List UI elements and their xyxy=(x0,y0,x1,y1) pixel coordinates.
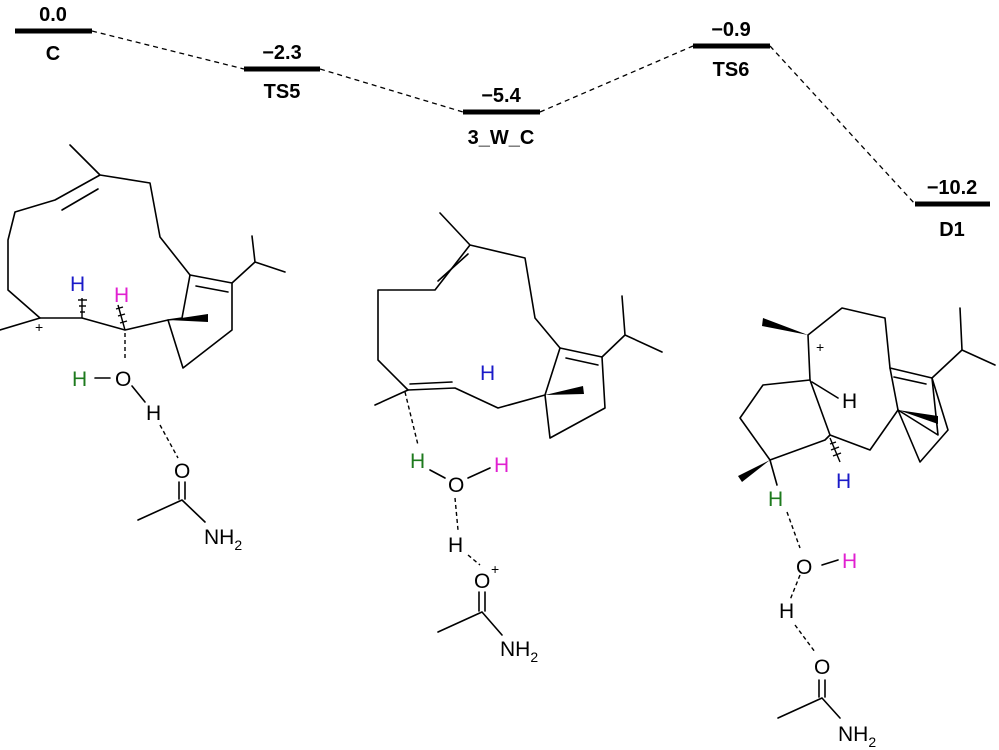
double-bond-lower xyxy=(409,381,453,385)
o-amide: O xyxy=(174,460,190,483)
o-amide: O xyxy=(474,570,490,593)
carbocation-charge: + xyxy=(816,339,824,355)
hashed-bond-magenta xyxy=(115,304,128,331)
label-c: C xyxy=(46,43,60,65)
amide-skeleton xyxy=(437,611,503,636)
cyclopentene xyxy=(897,349,963,463)
methyl-wedge xyxy=(545,386,584,395)
ring-bonds xyxy=(7,144,191,331)
h-bond-to-amide xyxy=(794,624,816,653)
energy-c: 0.0 xyxy=(39,4,67,26)
h-bond-h-o xyxy=(786,511,801,549)
bond-o-h-magenta xyxy=(821,559,839,566)
connector-c-ts5 xyxy=(91,30,245,70)
methyl xyxy=(374,389,409,406)
label-d1: D1 xyxy=(939,219,965,241)
methyl-wedge xyxy=(168,314,208,322)
energy-levels: 0.0 C −2.3 TS5 −5.4 3_W_C −0.9 TS6 −10.2… xyxy=(15,4,990,241)
hashed-bond-blue xyxy=(829,437,842,463)
o-water: O xyxy=(796,556,812,579)
bond-c-h-green xyxy=(769,459,778,486)
energy-ts5: −2.3 xyxy=(262,42,301,64)
double-bond-inner xyxy=(61,188,99,211)
bond-ring-h xyxy=(811,381,839,399)
bond-o-h xyxy=(131,385,146,403)
double-bond-top xyxy=(437,253,469,282)
h-green: H xyxy=(768,488,783,511)
cyclopentane-left xyxy=(739,379,831,461)
h-bond-o-h xyxy=(789,574,801,601)
connector-3-w-c-ts6 xyxy=(539,45,694,113)
h-bridge: H xyxy=(779,600,794,623)
connector-ts5-3-w-c xyxy=(319,68,464,113)
connector-ts6-d1 xyxy=(769,45,916,205)
dashed-c-h xyxy=(404,391,419,446)
h-water: H xyxy=(146,402,161,425)
oxonium-charge: + xyxy=(491,561,499,577)
h-ring: H xyxy=(842,390,857,413)
methyl-wedge-left xyxy=(738,460,770,482)
cyclopentene xyxy=(167,274,233,369)
amide-skeleton xyxy=(777,697,841,719)
isopropyl xyxy=(231,235,286,284)
hashed-bond-blue xyxy=(78,298,87,318)
energy-3-w-c: −5.4 xyxy=(481,85,521,107)
h-bond-to-amide xyxy=(467,554,481,566)
ring-bond-lower xyxy=(889,367,899,411)
o-water: O xyxy=(115,368,131,391)
o-amide: O xyxy=(814,656,830,679)
bond-h-o-green xyxy=(429,469,446,479)
isopropyl xyxy=(601,295,663,358)
methyl-wedge-right xyxy=(898,410,938,424)
label-ts5: TS5 xyxy=(264,81,301,103)
cyclopentene-double xyxy=(565,357,599,366)
structure-ts5: H H + H O H O NH2 xyxy=(0,144,286,553)
h-blue: H xyxy=(70,273,85,296)
h-green: H xyxy=(72,368,87,391)
h-bridge: H xyxy=(448,534,463,557)
nh2-amide: NH2 xyxy=(500,638,538,665)
cyclopentene-double xyxy=(195,285,229,293)
h-bond-to-h xyxy=(454,497,459,531)
methyl xyxy=(0,317,41,331)
h-magenta: H xyxy=(114,284,129,307)
h-blue: H xyxy=(480,362,495,385)
ring-bonds xyxy=(807,307,939,451)
nh2-amide: NH2 xyxy=(204,526,242,553)
ring-bonds xyxy=(377,212,561,409)
label-3-w-c: 3_W_C xyxy=(468,127,535,149)
label-ts6: TS6 xyxy=(713,59,750,81)
cyclopentene xyxy=(544,347,606,439)
bond-o-h-magenta xyxy=(467,467,491,479)
energy-d1: −10.2 xyxy=(927,177,978,199)
h-blue: H xyxy=(836,470,851,493)
nh2-amide: NH2 xyxy=(838,723,876,750)
double-bond-inner xyxy=(893,376,927,385)
h-green: H xyxy=(410,450,425,473)
o-water: O xyxy=(448,474,464,497)
h-bond-to-amide xyxy=(159,424,179,459)
amide-skeleton xyxy=(137,499,206,523)
methyl-wedge-top xyxy=(762,318,808,335)
carbocation-charge: + xyxy=(35,319,43,335)
h-magenta: H xyxy=(494,454,509,477)
energy-ts6: −0.9 xyxy=(711,19,750,41)
structure-3-w-c: H H O H H O + NH2 xyxy=(374,212,663,665)
structure-d1: + H H H O H H O NH2 xyxy=(738,307,996,750)
isopropyl xyxy=(959,307,996,366)
h-magenta: H xyxy=(842,550,857,573)
